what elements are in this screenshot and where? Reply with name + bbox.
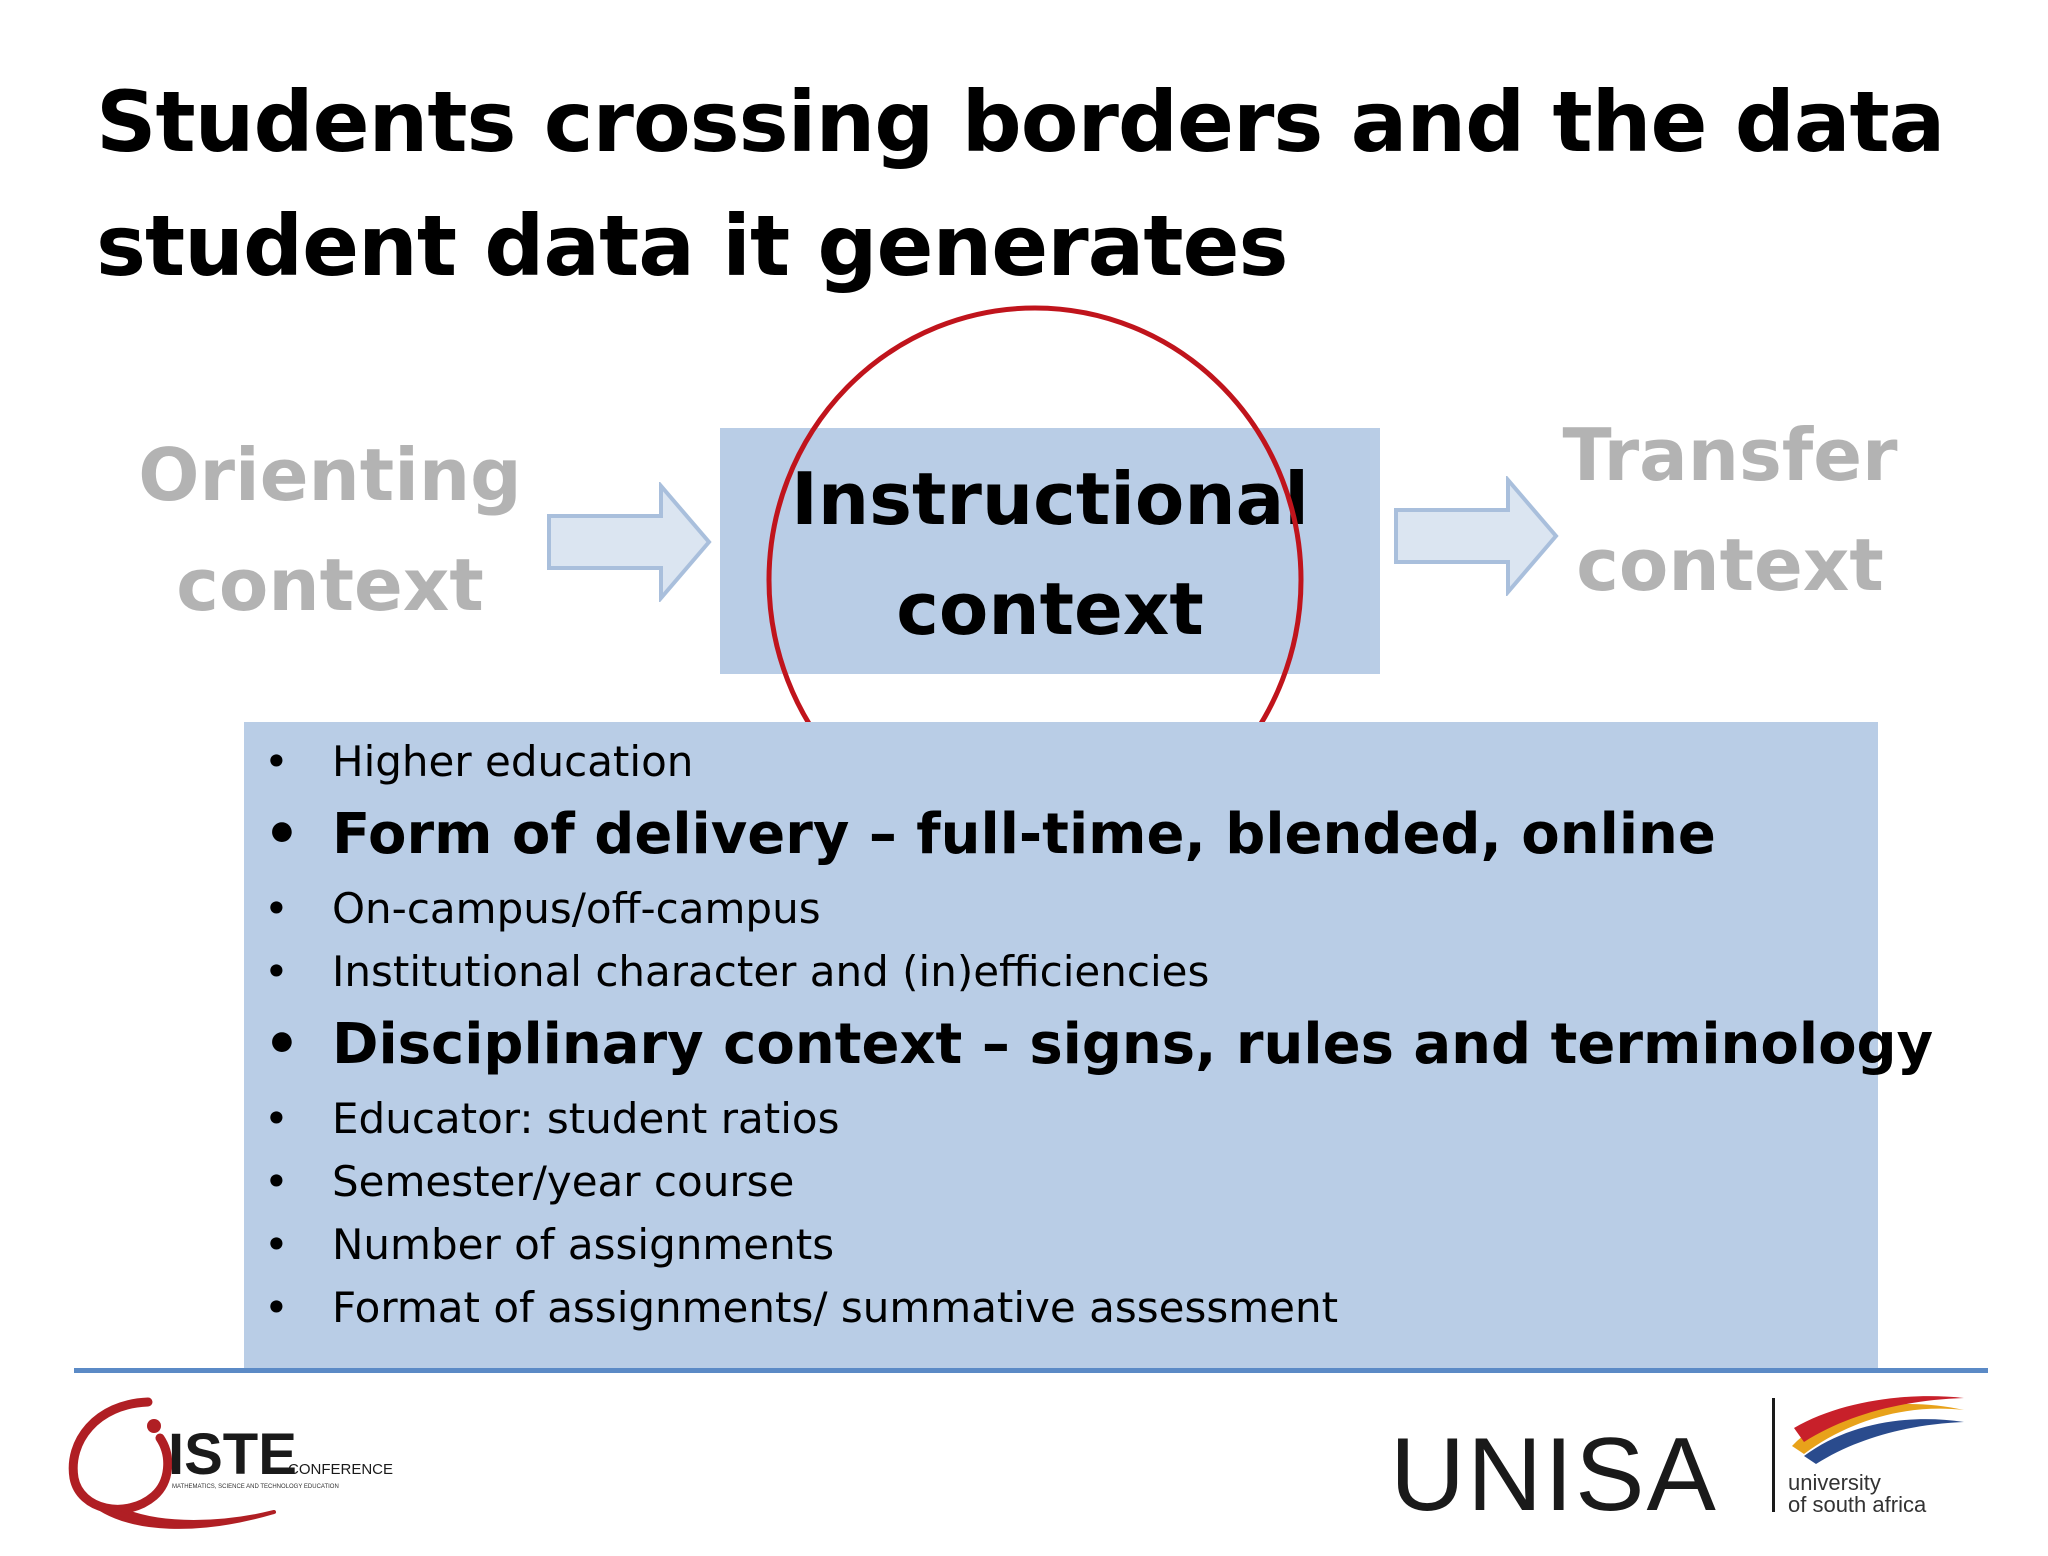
unisa-logo: UNISA university of south africa [1390,1396,1964,1524]
orienting-context-line-2: context [176,543,484,627]
list-item: • Form of delivery – full-time, blended,… [244,793,1878,877]
slide-title: Students crossing borders and the data s… [96,60,1976,308]
list-item-text: Format of assignments/ summative assessm… [332,1283,1339,1332]
right-arrow-icon [1394,476,1559,596]
list-item-text: Higher education [332,737,694,786]
list-item-text: Semester/year course [332,1157,795,1206]
list-item-text: Disciplinary context – signs, rules and … [332,1012,1934,1077]
transfer-context-line-1: Transfer [1562,413,1898,497]
slide-title-line-2: student data it generates [96,197,1288,295]
list-item: • Number of assignments [244,1213,1878,1276]
slide-title-line-1: Students crossing borders and the data [96,73,1945,171]
bullet-icon: • [264,884,289,933]
orienting-context-line-1: Orienting [138,433,522,517]
unisa-logo-main-text: UNISA [1390,1417,1718,1524]
bullet-icon: • [264,1094,289,1143]
list-item: • Disciplinary context – signs, rules an… [244,1003,1933,1087]
footer-divider [74,1368,1988,1373]
list-item: • Higher education [244,730,1878,793]
bullet-icon: • [264,1283,289,1332]
bullet-icon: • [264,737,289,786]
list-item: • On-campus/off-campus [244,877,1878,940]
unisa-logo-sub-line-1: university [1788,1470,1881,1495]
list-item-text: Institutional character and (in)efficien… [332,947,1210,996]
iste-logo-main-text: ISTE [168,1422,297,1487]
instructional-context-line-2: context [896,567,1204,651]
instructional-details-list: • Higher education • Form of delivery – … [244,730,1933,1339]
instructional-context-box [720,428,1380,674]
transfer-context-line-2: context [1576,523,1884,607]
list-item-text: Educator: student ratios [332,1094,840,1143]
bullet-icon: • [264,1220,289,1269]
orienting-context-label: Orienting context [130,420,530,640]
list-item: • Educator: student ratios [244,1087,1878,1150]
list-item-text: Number of assignments [332,1220,835,1269]
bullet-icon: • [264,802,300,867]
bullet-icon: • [264,1012,300,1077]
right-arrow-icon [547,482,712,602]
iste-conference-logo: ISTE CONFERENCE MATHEMATICS, SCIENCE AND… [68,1397,393,1529]
transfer-context-label: Transfer context [1530,400,1930,620]
instructional-details-box [244,722,1878,1368]
list-item: • Semester/year course [244,1150,1878,1213]
list-item: • Format of assignments/ summative asses… [244,1276,1878,1339]
list-item: • Institutional character and (in)effici… [244,940,1878,1003]
bullet-icon: • [264,947,289,996]
bullet-icon: • [264,1157,289,1206]
iste-logo-sub-text: CONFERENCE [288,1461,393,1478]
list-item-text: On-campus/off-campus [332,884,821,933]
unisa-logo-sub-line-2: of south africa [1788,1492,1927,1517]
instructional-context-label: Instructional context [720,444,1380,664]
list-item-text: Form of delivery – full-time, blended, o… [332,802,1716,867]
instructional-context-line-1: Instructional [791,457,1309,541]
iste-logo-tagline: MATHEMATICS, SCIENCE AND TECHNOLOGY EDUC… [172,1484,339,1490]
